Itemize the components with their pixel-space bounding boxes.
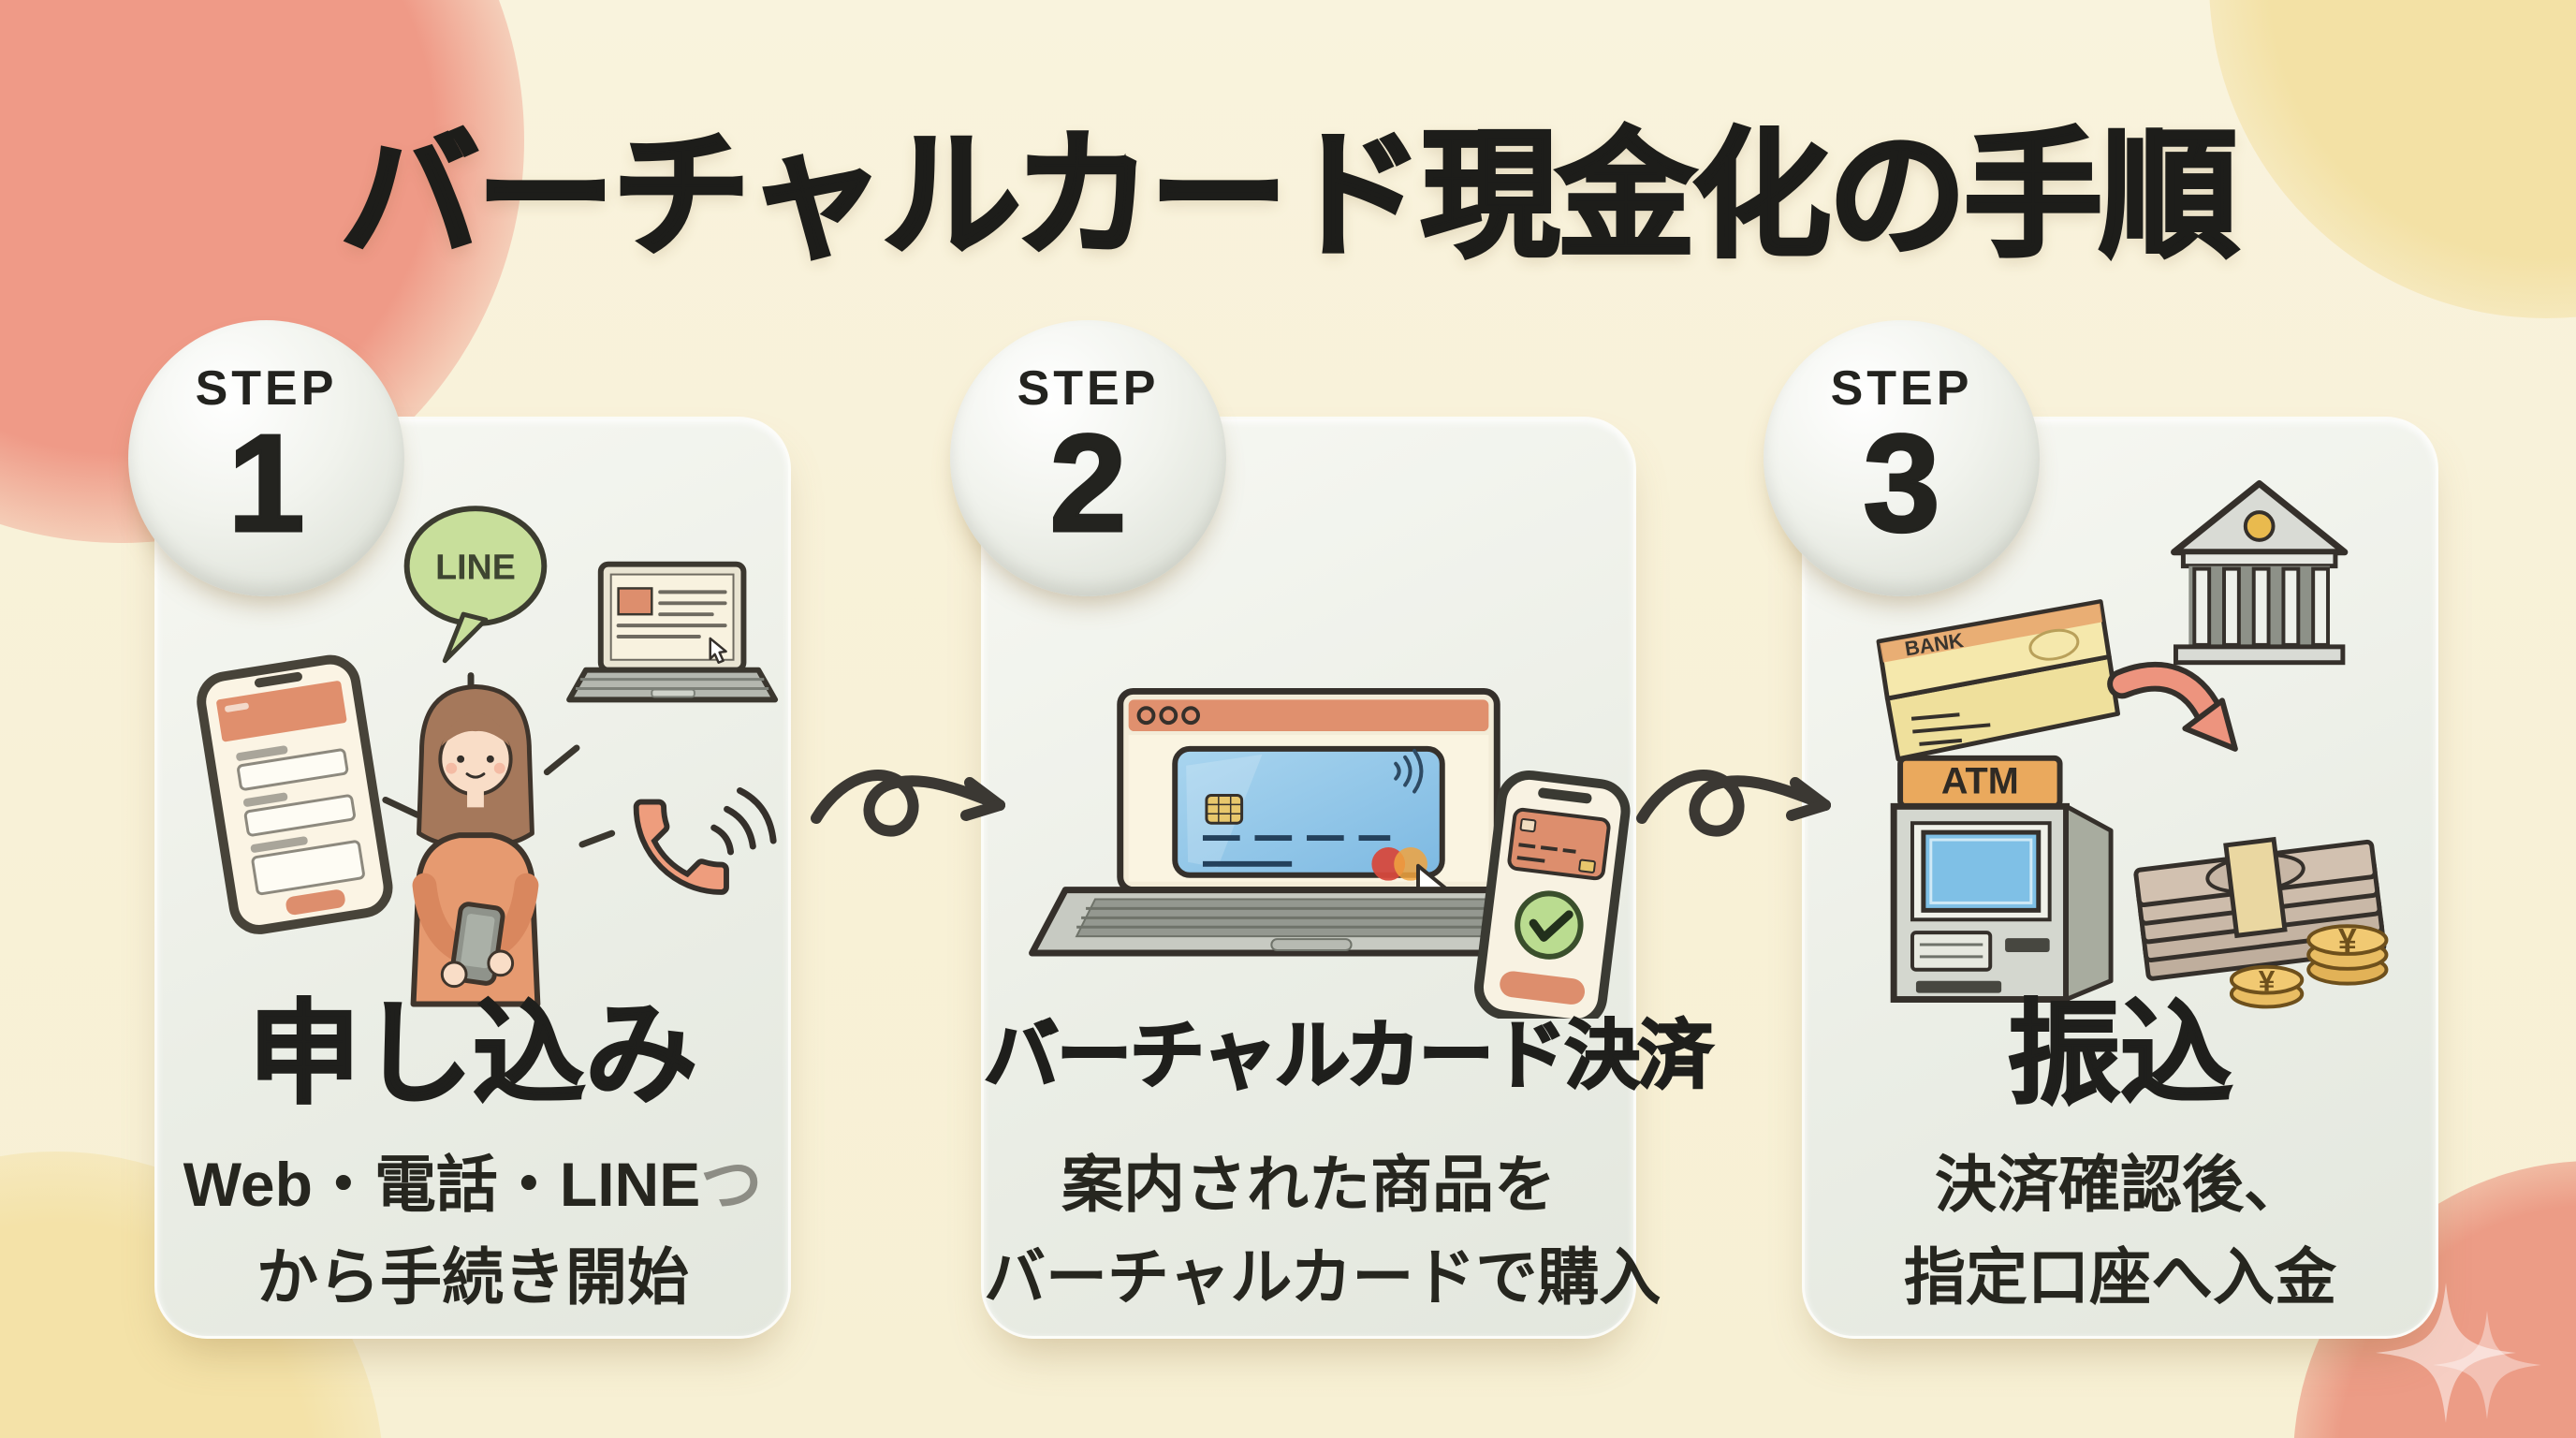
cursor-icon	[1416, 863, 1451, 915]
line-bubble-label: LINE	[435, 548, 516, 587]
step-1-line2: から手続き開始	[256, 1242, 689, 1312]
laptop-payment-icon	[1029, 687, 1588, 957]
step-2-heading: バーチャルカード決済	[983, 1014, 1714, 1097]
virtual-credit-card-icon	[1172, 745, 1445, 881]
bankbook-label: BANK	[1903, 628, 1965, 661]
step-3-heading: 振込	[2007, 991, 2234, 1117]
bank-icon	[2171, 479, 2349, 666]
line-bubble-icon: LINE	[403, 506, 548, 664]
step-1-heading: 申し込み	[247, 991, 699, 1117]
step-1-line1: Web・電話・LINE	[183, 1150, 701, 1219]
transfer-arrow-icon	[2107, 662, 2238, 752]
step-3-line2: 指定口座へ入金	[1904, 1242, 2336, 1312]
step-3-badge-label: STEP	[1830, 360, 1973, 416]
coin-yen-symbol: ¥	[2338, 922, 2357, 960]
laptop-icon	[566, 561, 779, 703]
step-1-badge-number: 1	[227, 405, 306, 561]
step-1-line1-suffix: つ	[700, 1150, 763, 1219]
step-2-badge-number: 2	[1048, 405, 1128, 561]
step-3-line1: 決済確認後、	[1935, 1150, 2305, 1219]
step-1-badge: STEP 1	[128, 320, 404, 596]
squiggle-arrow-icon	[811, 770, 1005, 837]
coin-yen-symbol: ¥	[2259, 964, 2276, 998]
step-3-badge-number: 3	[1862, 405, 1941, 561]
step-2-line2: バーチャルカードで購入	[984, 1242, 1661, 1312]
squiggle-arrow-icon	[1636, 770, 1831, 837]
cash-icon	[2133, 836, 2387, 981]
step-1-badge-label: STEP	[195, 360, 338, 416]
step-1-description: Web・電話・LINEつ から手続き開始	[157, 1138, 788, 1324]
sparkle-icon	[2376, 1283, 2541, 1423]
step-2-description: 案内された商品を バーチャルカードで購入	[984, 1138, 1661, 1324]
check-circle-icon	[1515, 890, 1584, 960]
phone-handset-icon	[633, 787, 777, 895]
coins-icon: ¥ ¥	[2229, 922, 2389, 1009]
phone-checkout-icon	[1474, 770, 1631, 1019]
page-title: バーチャルカード現金化の手順	[339, 117, 2240, 275]
bankbook-icon: BANK	[1876, 599, 2120, 762]
smartphone-form-icon	[197, 654, 393, 934]
step-3-description: 決済確認後、 指定口座へ入金	[1805, 1138, 2436, 1324]
connector-dashes	[382, 672, 616, 848]
step-3-badge: STEP 3	[1764, 320, 2040, 596]
atm-label: ATM	[1941, 760, 2019, 801]
step-2-badge-label: STEP	[1017, 360, 1160, 416]
atm-icon: ATM	[1890, 755, 2114, 1003]
step-2-line1: 案内された商品を	[1061, 1150, 1556, 1219]
step-2-badge: STEP 2	[950, 320, 1226, 596]
woman-illustration	[410, 684, 541, 1007]
